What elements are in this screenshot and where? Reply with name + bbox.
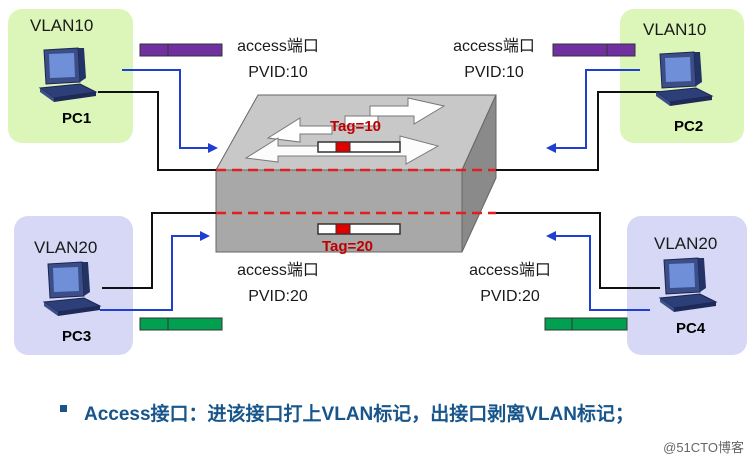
pc3-computer-icon — [43, 261, 101, 317]
pc1-vlan-label: VLAN10 — [30, 16, 94, 35]
tag10-frame — [317, 141, 401, 153]
cable-pc2 — [496, 91, 660, 171]
tag20-frame — [317, 223, 401, 235]
port-br-pvid: PVID:20 — [480, 288, 540, 305]
frame-pc3-vlan20 — [139, 317, 223, 331]
port-bl-pvid: PVID:20 — [248, 288, 308, 305]
frame-pc4-vlan20 — [544, 317, 628, 331]
port-tl-type: access端口 — [237, 38, 319, 55]
arrow-pc1-in — [122, 69, 218, 153]
cable-pc1 — [98, 91, 216, 171]
port-tr-type: access端口 — [453, 38, 535, 55]
cable-pc4 — [496, 212, 660, 289]
port-tr-pvid: PVID:10 — [464, 64, 524, 81]
pc4-computer-icon — [659, 257, 717, 313]
port-bl: access端口 PVID:20 — [218, 258, 338, 310]
pc1-computer-icon — [39, 47, 97, 103]
arrow-pc2-out — [546, 69, 640, 153]
pc3-label: PC3 — [62, 328, 92, 345]
pc2-computer-icon — [655, 51, 713, 107]
pc2-vlan-label: VLAN10 — [643, 20, 707, 39]
access-note: Access接口：进该接口打上VLAN标记，出接口剥离VLAN标记； — [84, 404, 634, 425]
bullet-square — [60, 405, 67, 412]
tag10-label: Tag=10 — [330, 118, 381, 135]
arrow-pc4-out — [546, 231, 650, 311]
frame-pc2-vlan10 — [552, 43, 636, 57]
watermark: @51CTO博客 — [663, 440, 744, 455]
port-tl: access端口 PVID:10 — [218, 34, 338, 86]
pc3-vlan-label: VLAN20 — [34, 238, 98, 257]
port-bl-type: access端口 — [237, 262, 319, 279]
frame-pc1-vlan10 — [139, 43, 223, 57]
port-br-type: access端口 — [469, 262, 551, 279]
pc1-label: PC1 — [62, 110, 92, 127]
tag20-label: Tag=20 — [322, 238, 373, 255]
port-tr: access端口 PVID:10 — [434, 34, 554, 86]
port-br: access端口 PVID:20 — [450, 258, 570, 310]
cable-pc3 — [102, 212, 216, 289]
arrow-pc3-in — [100, 231, 210, 311]
pc4-vlan-label: VLAN20 — [654, 234, 718, 253]
port-tl-pvid: PVID:10 — [248, 64, 308, 81]
pc4-label: PC4 — [676, 320, 706, 337]
pc2-label: PC2 — [674, 118, 704, 135]
